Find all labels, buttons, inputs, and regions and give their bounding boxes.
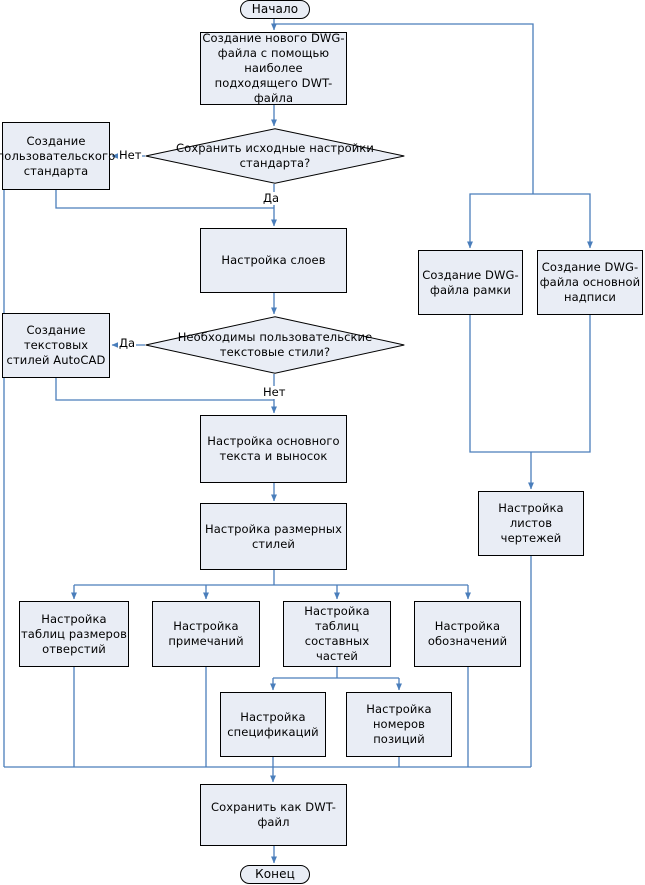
diamond-shape [145,316,405,374]
node-configure-hole-size-tables[interactable]: Настройка таблиц размеров отверстий [19,601,129,667]
node-create-autocad-text-styles[interactable]: Создание текстовых стилей AutoCAD [2,313,110,378]
edge-to-dwg-frame [467,193,533,249]
node-decision-keep-standard-settings[interactable]: Сохранить исходные настройки стандарта? [145,128,405,184]
node-create-user-standard[interactable]: Создание пользовательского стандарта [0,122,115,190]
node-end-label: Конец [255,867,295,881]
node-create-dwg-file[interactable]: Создание нового DWG-файла с помощью наиб… [200,31,347,105]
node-configure-dimension-styles-label: Настройка размерных стилей [205,521,342,551]
node-configure-layers-label: Настройка слоев [221,253,326,267]
node-configure-notes-label: Настройка примечаний [168,619,244,648]
node-configure-notes[interactable]: Настройка примечаний [152,601,260,667]
node-decision-custom-text-styles[interactable]: Необходимы пользовательские текстовые ст… [145,316,405,374]
node-create-autocad-text-styles-label: Создание текстовых стилей AutoCAD [6,323,106,367]
node-configure-component-tables-label: Настройка таблиц составных частей [304,604,370,663]
node-create-dwg-title-block-file-label: Создание DWG-файла основной надписи [539,260,641,304]
node-configure-item-numbers[interactable]: Настройка номеров позиций [346,692,452,757]
node-configure-drawing-sheets[interactable]: Настройка листов чертежей [478,491,584,556]
edge-label-no-standard: Нет [118,148,143,162]
node-create-dwg-file-label: Создание нового DWG-файла с помощью наиб… [202,31,345,105]
node-configure-item-numbers-label: Настройка номеров позиций [366,702,432,746]
diamond-shape [145,128,405,184]
node-configure-main-text-and-leaders-label: Настройка основного текста и выносок [207,434,340,463]
node-start[interactable]: Начало [240,0,310,19]
edge-label-yes-standard: Да [262,191,281,205]
node-create-user-standard-label: Создание пользовательского стандарта [0,133,116,178]
node-save-as-dwt-file-label: Сохранить как DWT-файл [210,800,337,829]
edge-label-no-textstyle: Нет [262,385,287,399]
node-configure-designations[interactable]: Настройка обозначений [414,601,521,667]
node-configure-main-text-and-leaders[interactable]: Настройка основного текста и выносок [200,415,347,483]
node-end[interactable]: Конец [240,865,310,884]
node-configure-designations-label: Настройка обозначений [427,619,508,648]
edge-to-dwg-title [533,193,593,249]
node-create-dwg-frame-file[interactable]: Создание DWG-файла рамки [418,250,523,315]
node-create-dwg-frame-file-label: Создание DWG-файла рамки [422,267,519,297]
node-create-dwg-title-block-file[interactable]: Создание DWG-файла основной надписи [537,250,643,315]
node-configure-dimension-styles[interactable]: Настройка размерных стилей [200,503,347,570]
node-decision-keep-standard-settings-label: Сохранить исходные настройки стандарта? [176,141,374,170]
node-save-as-dwt-file[interactable]: Сохранить как DWT-файл [200,784,347,846]
node-configure-component-tables[interactable]: Настройка таблиц составных частей [283,601,391,667]
node-configure-specifications[interactable]: Настройка спецификаций [220,692,326,757]
node-decision-custom-text-styles-label: Необходимы пользовательские текстовые ст… [177,330,373,359]
edge-label-yes-textstyle: Да [118,336,137,350]
node-configure-specifications-label: Настройка спецификаций [227,709,319,739]
node-configure-layers[interactable]: Настройка слоев [200,228,347,293]
node-configure-hole-size-tables-label: Настройка таблиц размеров отверстий [21,611,127,656]
node-start-label: Начало [251,2,299,16]
node-configure-drawing-sheets-label: Настройка листов чертежей [498,501,564,545]
